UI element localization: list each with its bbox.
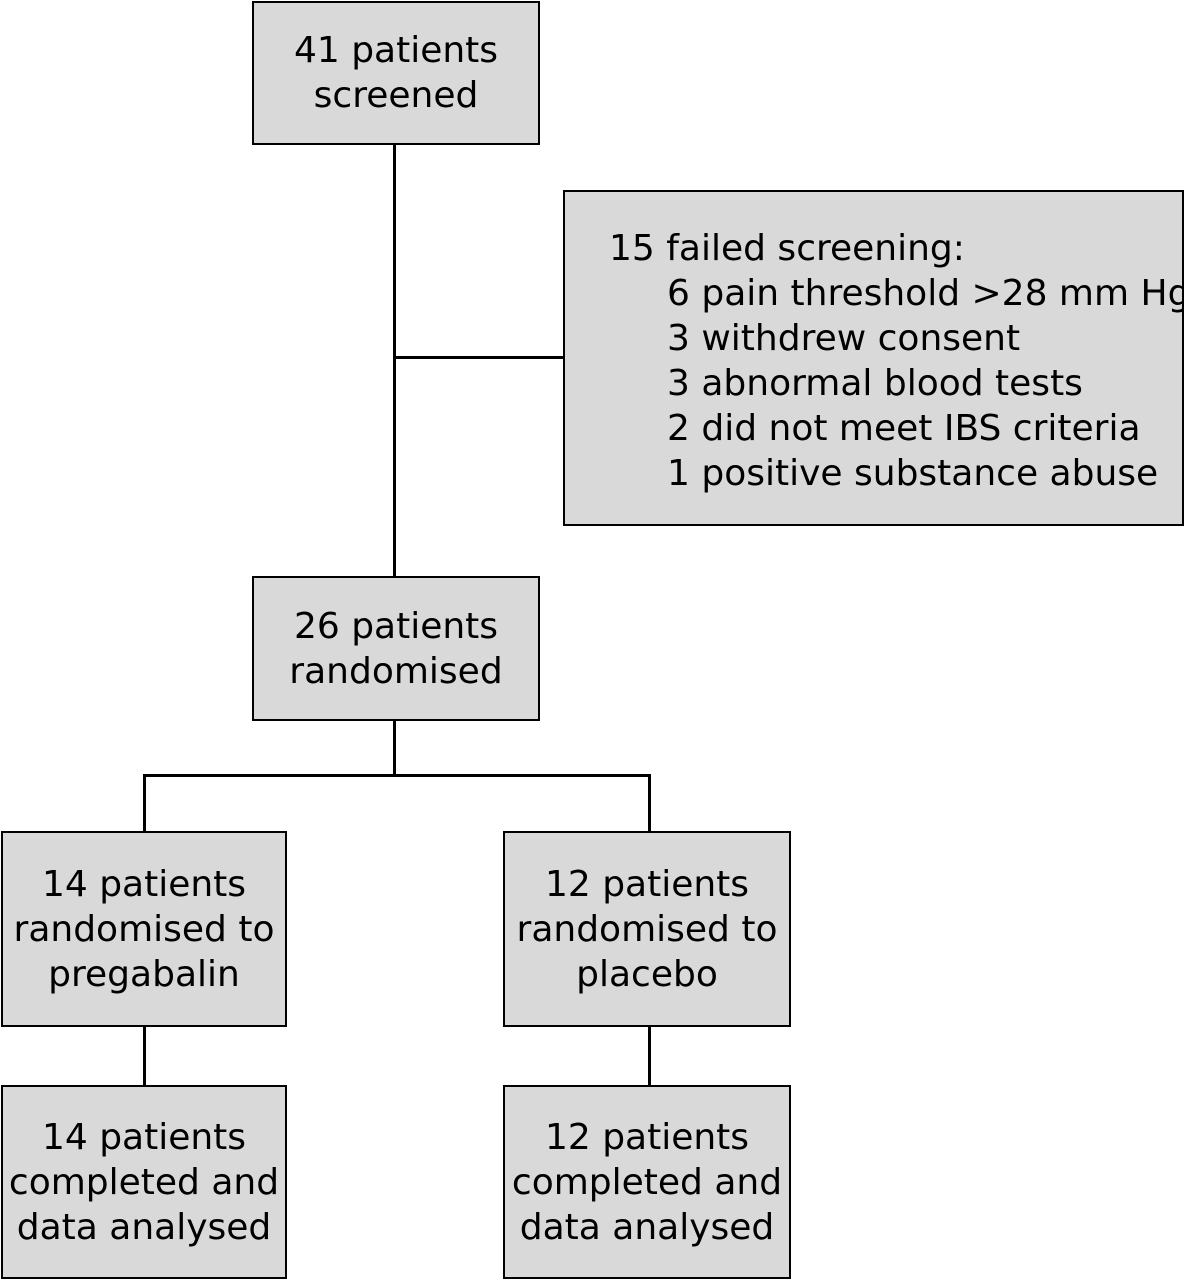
placebo-arm-box: 12 patients randomised to placebo [503,831,791,1027]
connector-to-placebo-arm [648,774,651,832]
pregabalin-completed-line-2: completed and [8,1161,280,1203]
pregabalin-completed-count: 14 patients [41,1116,247,1158]
connector-placebo-to-completed [648,1026,651,1086]
exclusion-reasons-list: 6 pain threshold >28 mm Hg 3 withdrew co… [667,271,1184,496]
placebo-completed-box: 12 patients completed and data analysed [503,1085,791,1279]
pregabalin-arm-line-3: pregabalin [48,953,240,995]
randomised-count: 26 patients [293,605,499,647]
connector-randomised-down [393,720,396,776]
exclusion-heading: 15 failed screening: [609,228,965,269]
exclusion-reason: 1 positive substance abuse [667,453,1159,494]
placebo-arm-count: 12 patients [544,863,750,905]
randomised-label: randomised [289,650,503,692]
placebo-completed-line-3: data analysed [519,1206,775,1248]
connector-pregabalin-to-completed [143,1026,146,1086]
screened-box: 41 patients screened [252,1,540,145]
placebo-completed-line-2: completed and [511,1161,783,1203]
screened-label: screened [313,75,479,116]
pregabalin-arm-line-2: randomised to [13,908,275,950]
exclusion-box: 15 failed screening: 6 pain threshold >2… [563,190,1184,526]
pregabalin-arm-count: 14 patients [41,863,247,905]
placebo-arm-line-2: randomised to [516,908,778,950]
exclusion-reason: 6 pain threshold >28 mm Hg [667,273,1184,314]
pregabalin-completed-line-3: data analysed [16,1206,272,1248]
pregabalin-completed-box: 14 patients completed and data analysed [1,1085,287,1279]
connector-split-horizontal [143,774,651,777]
screened-count: 41 patients [293,30,499,71]
placebo-completed-count: 12 patients [544,1116,750,1158]
exclusion-reason: 3 withdrew consent [667,318,1021,359]
connector-to-exclusion-box [393,356,565,359]
exclusion-reason: 3 abnormal blood tests [667,363,1083,404]
pregabalin-arm-box: 14 patients randomised to pregabalin [1,831,287,1027]
connector-screened-to-randomised [393,144,396,577]
placebo-arm-line-3: placebo [576,953,718,995]
randomised-box: 26 patients randomised [252,576,540,721]
connector-to-pregabalin-arm [143,774,146,832]
exclusion-reason: 2 did not meet IBS criteria [667,408,1141,449]
